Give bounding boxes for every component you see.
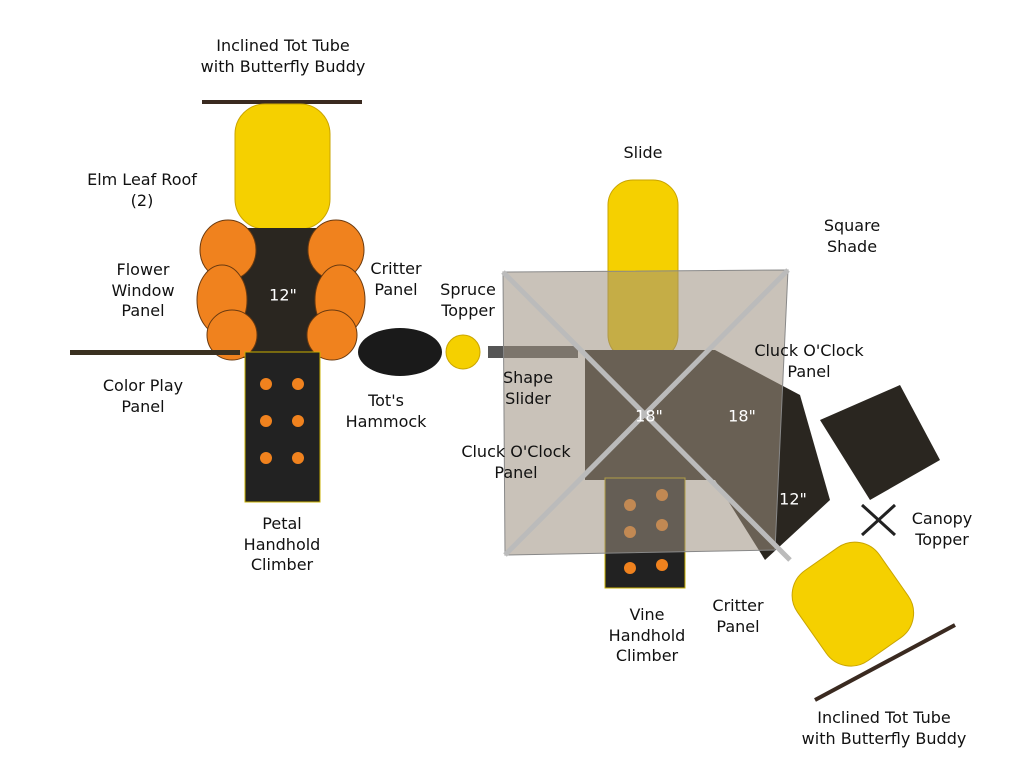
tube-bottom bbox=[791, 541, 915, 667]
label-canopy-topper: Canopy Topper bbox=[911, 509, 973, 549]
label-cluck-left: Cluck O'Clock Panel bbox=[461, 442, 571, 482]
dim-deck-right: 18" bbox=[728, 406, 756, 426]
shade-pole bbox=[503, 268, 790, 557]
dim-deck-lower-right: 12" bbox=[779, 489, 807, 509]
canopy-topper bbox=[860, 503, 897, 537]
label-square-shade: Square Shade bbox=[823, 216, 881, 256]
tube-bottom-base bbox=[814, 623, 956, 702]
label-critter-panel-right: Critter Panel bbox=[712, 596, 764, 636]
label-petal-climber: Petal Handhold Climber bbox=[243, 514, 321, 574]
elm-leaf-roof bbox=[196, 219, 366, 361]
label-shape-slider: Shape Slider bbox=[502, 368, 554, 408]
label-hammock: Tot's Hammock bbox=[345, 391, 427, 431]
dim-deck-center: 18" bbox=[635, 406, 663, 426]
petal-climber bbox=[244, 351, 321, 503]
color-play-panel bbox=[70, 350, 240, 355]
tots-hammock bbox=[358, 328, 442, 376]
canopy-deck bbox=[820, 385, 940, 500]
tube-top-base bbox=[202, 100, 362, 104]
label-critter-panel-left: Critter Panel bbox=[370, 259, 422, 299]
tube-top bbox=[234, 103, 331, 230]
label-cluck-right: Cluck O'Clock Panel bbox=[754, 341, 864, 381]
dim-deck-left: 12" bbox=[269, 285, 297, 305]
label-spruce-topper: Spruce Topper bbox=[440, 280, 496, 320]
label-flower-panel: Flower Window Panel bbox=[111, 260, 175, 320]
spruce-topper bbox=[445, 334, 481, 370]
label-tube-bottom: Inclined Tot Tube with Butterfly Buddy bbox=[801, 708, 967, 748]
label-vine-climber: Vine Handhold Climber bbox=[608, 605, 686, 665]
label-color-play: Color Play Panel bbox=[102, 376, 184, 416]
petal-holds bbox=[260, 378, 304, 464]
label-tube-top: Inclined Tot Tube with Butterfly Buddy bbox=[200, 36, 366, 76]
label-elm-roof: Elm Leaf Roof (2) bbox=[87, 170, 197, 210]
label-slide: Slide bbox=[623, 143, 663, 162]
